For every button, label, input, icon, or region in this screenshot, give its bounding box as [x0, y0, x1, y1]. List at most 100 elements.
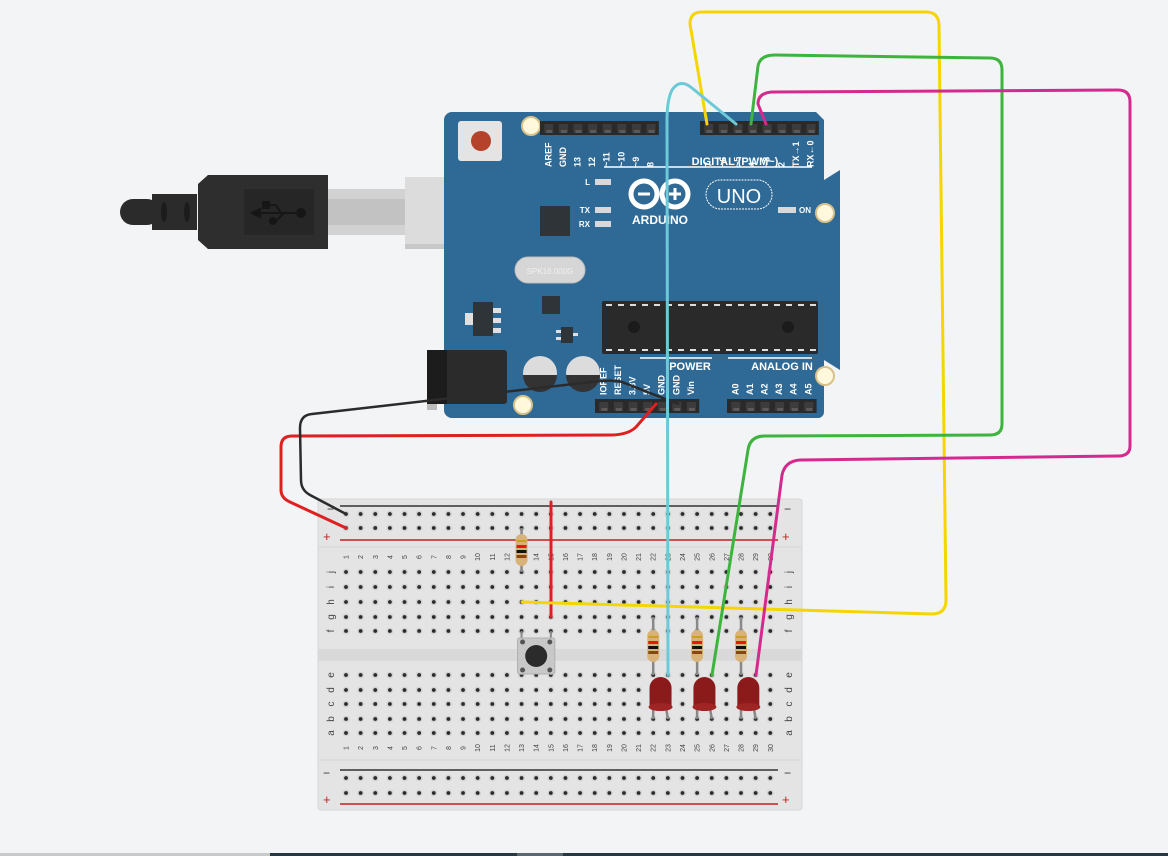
breadboard-hole[interactable]: [534, 702, 539, 706]
rail-hole[interactable]: [578, 791, 582, 795]
breadboard-hole[interactable]: [607, 600, 612, 604]
reset-button[interactable]: [458, 121, 502, 161]
breadboard-hole[interactable]: [446, 717, 451, 721]
breadboard-hole[interactable]: [578, 673, 582, 677]
rail-hole[interactable]: [402, 526, 407, 530]
rail-hole[interactable]: [651, 791, 656, 795]
header-pin[interactable]: [775, 402, 785, 411]
rail-hole[interactable]: [578, 526, 582, 530]
breadboard-hole[interactable]: [592, 673, 597, 677]
breadboard-hole[interactable]: [768, 702, 773, 706]
breadboard-hole[interactable]: [475, 600, 480, 604]
rail-hole[interactable]: [534, 512, 539, 516]
breadboard-hole[interactable]: [563, 570, 568, 574]
wire-gnd-to-minus-rail[interactable]: [298, 379, 680, 516]
wire-pin7-to-button[interactable]: [520, 10, 948, 616]
scrollbar-track[interactable]: [270, 853, 1168, 856]
breadboard-hole[interactable]: [563, 615, 568, 619]
rail-hole[interactable]: [636, 791, 641, 795]
header-pin[interactable]: [762, 124, 772, 133]
rail-hole[interactable]: [461, 776, 465, 780]
rail-hole[interactable]: [431, 526, 436, 530]
breadboard-hole[interactable]: [431, 615, 436, 619]
rail-hole[interactable]: [490, 791, 495, 795]
breadboard-hole[interactable]: [358, 731, 363, 735]
breadboard-hole[interactable]: [622, 570, 626, 574]
header-pin[interactable]: [704, 124, 714, 133]
rail-hole[interactable]: [534, 526, 539, 530]
breadboard-hole[interactable]: [519, 615, 524, 619]
breadboard-hole[interactable]: [548, 717, 553, 721]
breadboard-hole[interactable]: [387, 673, 392, 677]
digital-header[interactable]: [540, 121, 819, 135]
breadboard-hole[interactable]: [475, 673, 480, 677]
breadboard-hole[interactable]: [548, 731, 553, 735]
breadboard-hole[interactable]: [373, 570, 378, 574]
rail-hole[interactable]: [680, 791, 685, 795]
rail-hole[interactable]: [680, 776, 685, 780]
breadboard-hole[interactable]: [417, 702, 422, 706]
header-pin[interactable]: [602, 124, 612, 133]
breadboard-hole[interactable]: [519, 702, 524, 706]
breadboard-hole[interactable]: [402, 600, 407, 604]
breadboard-hole[interactable]: [490, 600, 495, 604]
header-pin[interactable]: [573, 124, 583, 133]
breadboard-hole[interactable]: [534, 615, 539, 619]
breadboard-hole[interactable]: [768, 585, 773, 589]
breadboard-hole[interactable]: [680, 600, 685, 604]
power-jack[interactable]: [427, 350, 507, 410]
breadboard-hole[interactable]: [461, 615, 465, 619]
breadboard-hole[interactable]: [563, 673, 568, 677]
breadboard-hole[interactable]: [402, 702, 407, 706]
breadboard-hole[interactable]: [709, 570, 714, 574]
breadboard-hole[interactable]: [607, 717, 612, 721]
breadboard-hole[interactable]: [739, 600, 743, 604]
rail-hole[interactable]: [475, 791, 480, 795]
rail-hole[interactable]: [680, 512, 685, 516]
breadboard-hole[interactable]: [607, 615, 612, 619]
breadboard-hole[interactable]: [724, 717, 729, 721]
rail-hole[interactable]: [548, 776, 553, 780]
rail-hole[interactable]: [695, 512, 700, 516]
rail-hole[interactable]: [490, 776, 495, 780]
rail-hole[interactable]: [709, 512, 714, 516]
breadboard-hole[interactable]: [607, 673, 612, 677]
breadboard-hole[interactable]: [680, 717, 685, 721]
breadboard-hole[interactable]: [358, 600, 363, 604]
rail-hole[interactable]: [519, 791, 524, 795]
led-resistor[interactable]: [691, 617, 704, 675]
breadboard-hole[interactable]: [607, 570, 612, 574]
rail-hole[interactable]: [373, 776, 378, 780]
rail-hole[interactable]: [431, 512, 436, 516]
breadboard-hole[interactable]: [622, 615, 626, 619]
breadboard-hole[interactable]: [344, 702, 348, 706]
led[interactable]: [692, 677, 717, 720]
breadboard-hole[interactable]: [387, 570, 392, 574]
header-pin[interactable]: [613, 402, 623, 411]
rail-hole[interactable]: [665, 791, 670, 795]
breadboard-hole[interactable]: [490, 585, 495, 589]
breadboard-hole[interactable]: [636, 673, 641, 677]
rail-hole[interactable]: [724, 776, 729, 780]
rail-hole[interactable]: [402, 791, 407, 795]
breadboard-hole[interactable]: [622, 702, 626, 706]
breadboard-hole[interactable]: [344, 731, 348, 735]
breadboard-hole[interactable]: [622, 629, 626, 633]
rail-hole[interactable]: [578, 776, 582, 780]
rail-hole[interactable]: [519, 512, 524, 516]
rail-hole[interactable]: [402, 776, 407, 780]
breadboard-hole[interactable]: [358, 673, 363, 677]
header-pin[interactable]: [733, 124, 743, 133]
rail-hole[interactable]: [636, 526, 641, 530]
breadboard-hole[interactable]: [387, 688, 392, 692]
breadboard-hole[interactable]: [344, 585, 348, 589]
breadboard-hole[interactable]: [768, 688, 773, 692]
header-pin[interactable]: [544, 124, 554, 133]
breadboard-hole[interactable]: [592, 731, 597, 735]
rail-hole[interactable]: [768, 791, 773, 795]
breadboard-hole[interactable]: [592, 570, 597, 574]
breadboard-hole[interactable]: [680, 570, 685, 574]
breadboard-hole[interactable]: [475, 702, 480, 706]
breadboard-hole[interactable]: [446, 673, 451, 677]
